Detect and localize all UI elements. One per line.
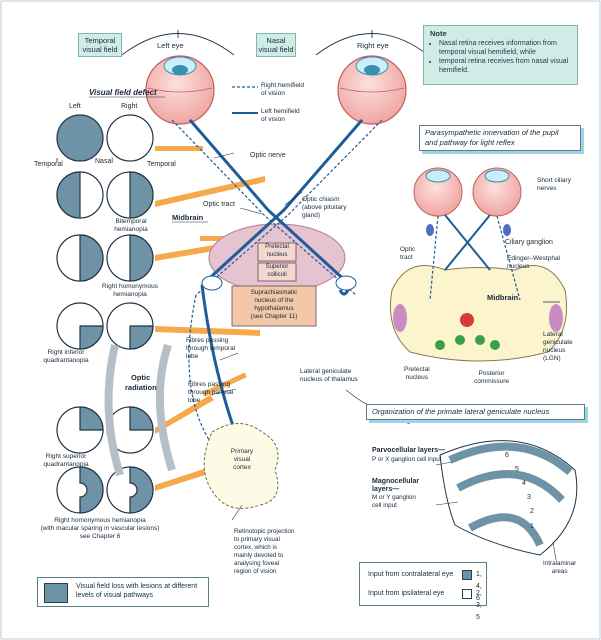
optic-radiation-label-2: radiation — [125, 383, 157, 392]
note-item: Nasal retina receives information from t… — [439, 39, 571, 57]
midbrain-label: Midbrain — [172, 213, 204, 222]
optic-radiation-label-1: Optic — [131, 373, 150, 382]
short-ciliary-label: Short ciliary nerves — [537, 177, 571, 192]
right-eye-label: Right eye — [357, 41, 389, 50]
ipsi-text: Input from ipsilateral eye — [368, 590, 445, 597]
lgn-org-title: Organization of the primate lateral geni… — [366, 404, 585, 420]
right-eye — [337, 55, 407, 125]
field-loss-legend: Visual field loss with lesions at differ… — [37, 577, 209, 607]
optic-tract-label: Optic tract — [203, 201, 235, 208]
parvo-sub-label: P or X ganglion cell input — [372, 456, 442, 463]
fibres-parietal-label: Fibres passing through parietal lobe — [188, 381, 234, 404]
note-box: Note Nasal retina receives information f… — [423, 25, 578, 85]
ipsi-nums: 2, 3, 5 — [476, 590, 482, 621]
lgn-thalamus-label: Lateral geniculate nucleus of thalamus — [300, 368, 358, 383]
para-title: Parasympathetic innervation of the pupil… — [419, 125, 581, 151]
layer-num: 2 — [530, 508, 534, 515]
field-arcs — [121, 30, 429, 56]
contra-nums: 1, 4, 6 — [476, 571, 482, 602]
left-eye — [145, 55, 215, 125]
retinotopic-label: Retinotopic projection to primary visual… — [234, 528, 295, 575]
legend-text: Visual field loss with lesions at differ… — [76, 583, 198, 599]
bitemporal-label: Bitemporal hemianopia — [114, 218, 148, 233]
ipsi-row: Input from ipsilateral eye 2, 3, 5 — [368, 588, 486, 621]
note-item: temporal retina receives from nasal visu… — [439, 57, 571, 75]
posterior-commissure-label: Posterior commissure — [474, 370, 510, 385]
optic-chiasm-label: Optic chiasm (above pituitary gland) — [302, 196, 347, 219]
pretectal-label: Pretectal nucleus — [265, 244, 289, 258]
hemifield-right-label: Right hemifield of vision — [261, 82, 304, 97]
label-nasal: Nasal — [95, 158, 113, 165]
homonymous-label: Right homonymous hemianopia — [102, 283, 158, 298]
contra-text: Input from contralateral eye — [368, 571, 454, 578]
layer-num: 3 — [527, 494, 531, 501]
primary-cortex-label: Primary visual cortex — [230, 448, 254, 471]
macular-label: Right homonymous hemianopia (with macula… — [40, 517, 160, 540]
temporal-field-label: Temporal visual field — [78, 33, 122, 57]
superior-colliculi-label: Superior colliculi — [265, 264, 289, 278]
label-temporal-left: Temporal — [34, 161, 63, 168]
label-temporal-right: Temporal — [147, 161, 176, 168]
defect-left: Left — [69, 103, 81, 110]
defect-right: Right — [121, 103, 137, 110]
ipsi-swatch — [462, 589, 472, 599]
parvo-label: Parvocellular layers— — [372, 447, 446, 454]
layer-num: 6 — [505, 452, 509, 459]
optic-nerve-label: Optic nerve — [250, 152, 286, 159]
magno-sub-label: M or Y ganglion cell input — [372, 494, 416, 509]
inferior-label: Right inferior quadrantanopia — [43, 349, 89, 364]
fibres-temporal-label: Fibres passing through temporal lobe — [186, 337, 236, 360]
magno-label: Magnocellular layers— — [372, 478, 420, 493]
para-optic-tract-label: Optic tract — [400, 246, 416, 261]
left-eye-label: Left eye — [157, 41, 184, 50]
superior-label: Right superior quadrantanopia — [43, 453, 89, 468]
defect-circles — [56, 114, 154, 514]
para-midbrain-label: Midbrain — [487, 293, 519, 302]
nasal-field-label: Nasal visual field — [256, 33, 296, 57]
note-heading: Note — [430, 29, 447, 38]
lgn-para-label: Lateral geniculate nucleus (LGN) — [543, 331, 573, 362]
ciliary-ganglion-label: Ciliary ganglion — [505, 239, 553, 246]
edinger-label: Edinger–Westphal nucleus — [507, 255, 560, 270]
lgn-layers — [439, 440, 578, 556]
para-diagram — [389, 167, 568, 362]
para-pretectal-label: Pretectal nucleus — [404, 366, 430, 381]
layer-num: 1 — [530, 523, 534, 530]
defect-title: Visual field defect — [89, 88, 157, 97]
pathway-dashed — [171, 119, 383, 476]
layer-num: 5 — [515, 466, 519, 473]
suprachiasmatic-label: Suprachiasmatic nucleus of the hypothala… — [250, 289, 298, 320]
lgn-input-legend: Input from contralateral eye 1, 4, 6 Inp… — [359, 562, 487, 621]
intralaminar-label: Intralaminar areas — [543, 560, 577, 575]
legend-swatch — [44, 583, 68, 603]
contra-swatch — [462, 570, 472, 580]
hemifield-left-label: Left hemifield of vision — [261, 108, 300, 123]
primary-cortex-region — [203, 423, 279, 509]
layer-num: 4 — [522, 480, 526, 487]
contra-row: Input from contralateral eye 1, 4, 6 — [368, 569, 486, 602]
